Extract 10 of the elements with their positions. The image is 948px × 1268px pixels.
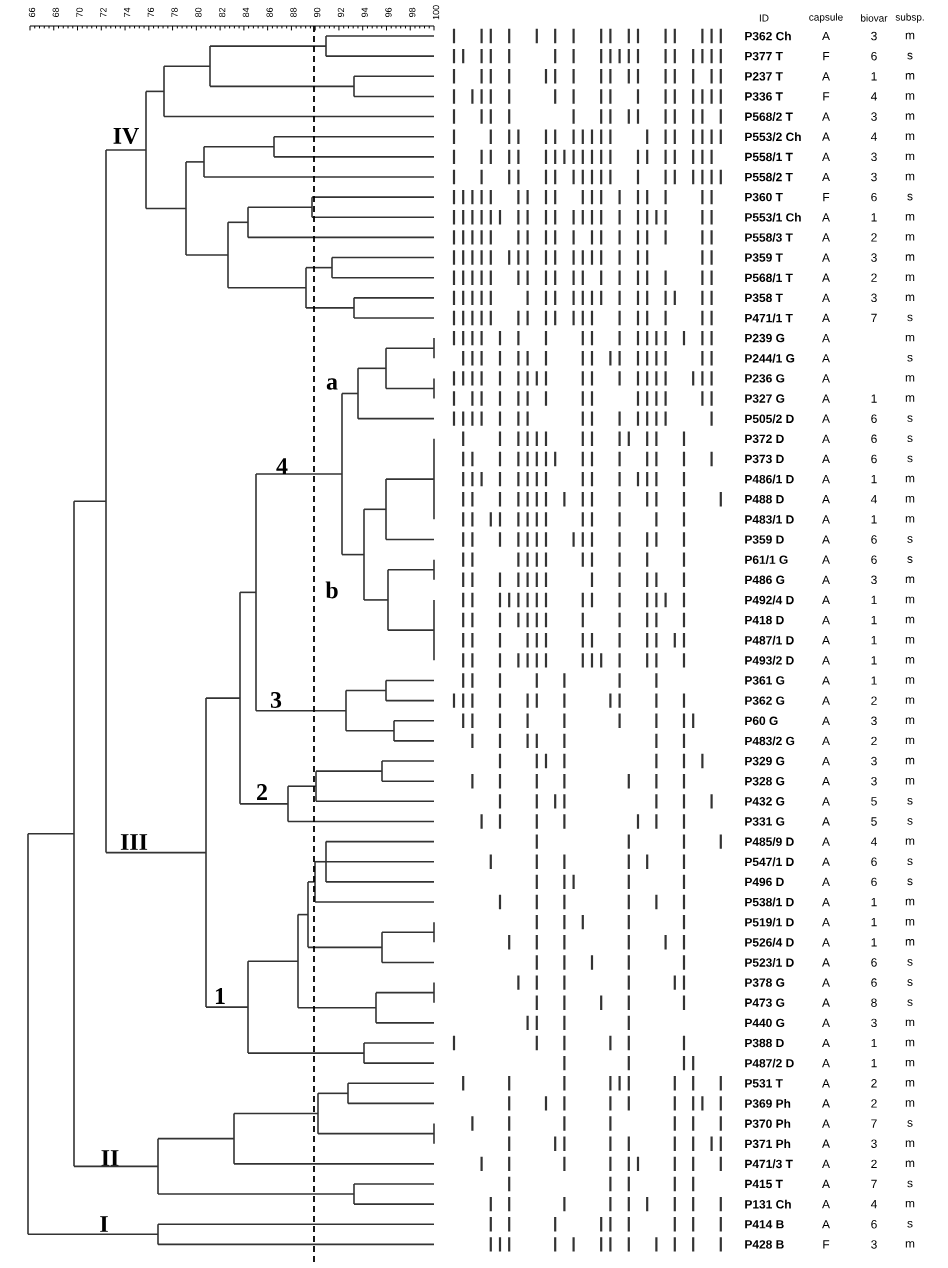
cluster-label: 4 [276, 458, 288, 474]
cluster-label: 1 [215, 988, 225, 1004]
cluster-label: III [120, 834, 148, 850]
cluster-label: IV [113, 128, 139, 145]
cluster-label: a [326, 378, 338, 390]
cluster-label: 2 [257, 784, 267, 800]
cluster-label: b [325, 581, 338, 599]
cluster-label: II [101, 1150, 119, 1166]
cluster-label: I [100, 1216, 108, 1232]
cluster-label: 3 [270, 691, 282, 708]
